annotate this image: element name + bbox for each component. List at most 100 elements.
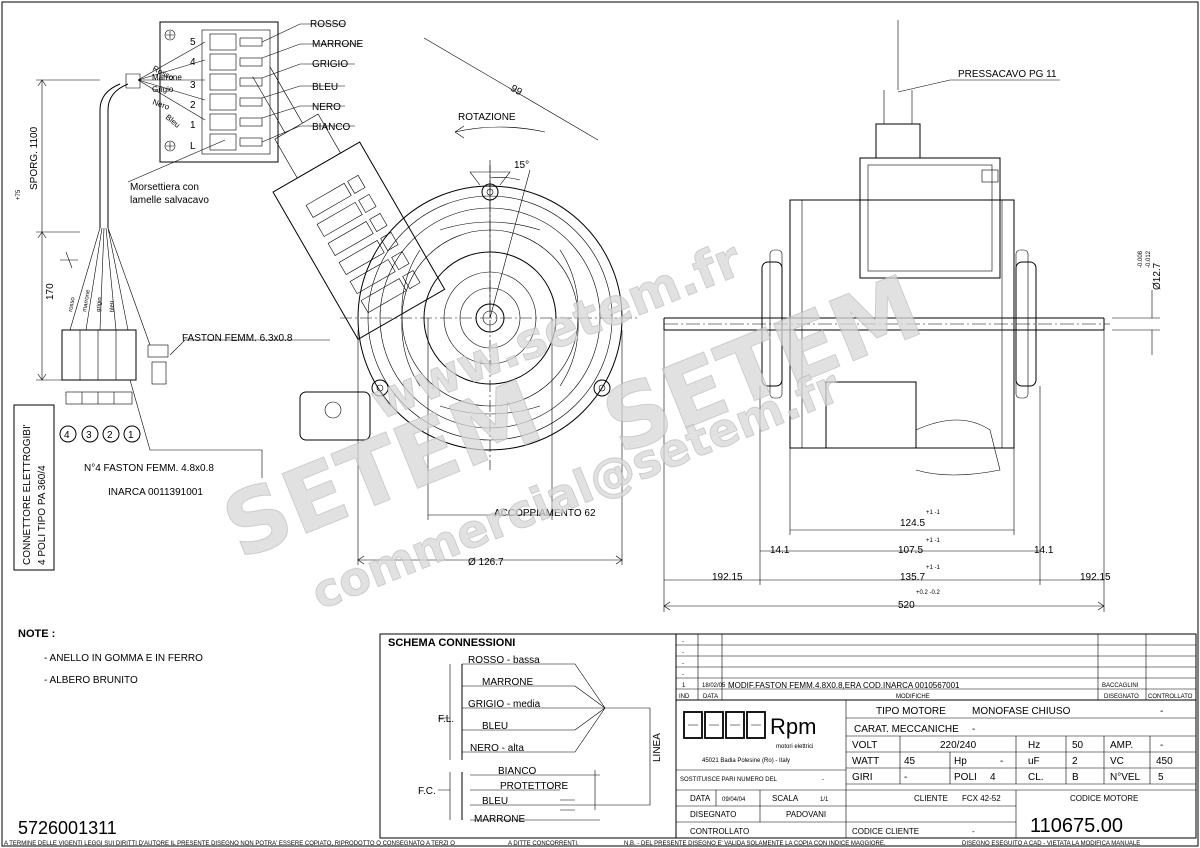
rev-header: MODIFICHE (896, 694, 930, 700)
cl-label: CL. (1028, 772, 1044, 783)
footer-right: N.B. - DEL PRESENTE DISEGNO E' VALIDA SO… (624, 841, 886, 847)
hp-value: - (1000, 756, 1003, 767)
giri-value: - (904, 772, 907, 783)
coupling-label: ACCOPPIAMENTO 62 (494, 508, 596, 519)
title-block: Rpm motori elettrici 45021 Badia Polesin… (675, 699, 1197, 839)
notes: NOTE : - ANELLO IN GOMMA E IN FERRO - AL… (18, 628, 203, 838)
cliente-value: FCX 42-52 (962, 794, 1001, 803)
terminal-number: 4 (190, 57, 196, 68)
pin-number: 2 (107, 430, 113, 441)
rev-sign: BACCAGLINI (1102, 683, 1139, 689)
volt-label: VOLT (852, 740, 877, 751)
dim-14-right: 14.1 (1034, 545, 1054, 556)
codice-cliente-value: - (972, 827, 975, 836)
schema-marrone: MARRONE (482, 677, 533, 688)
hz-value: 50 (1072, 740, 1084, 751)
inner-wire-label: Bleu (164, 113, 182, 130)
uf-label: uF (1028, 756, 1040, 767)
schema-grigio: GRIGIO - media (468, 699, 541, 710)
sostituisce-label: SOSTITUISCE PARI NUMERO DEL (680, 777, 778, 783)
dim-107-tol: +1 -1 (926, 538, 941, 544)
volt-value: 220/240 (940, 740, 977, 751)
faston-label: FASTON FEMM. 6.3x0.8 (182, 333, 293, 344)
inner-wire-label: Grigio (152, 85, 174, 94)
rev-cell: - (682, 639, 684, 645)
rev-date: 18/02/05 (702, 683, 726, 689)
cliente-label: CLIENTE (914, 794, 948, 803)
rev-cell: - (682, 650, 684, 656)
terminal-number: 3 (190, 80, 196, 91)
revision-table: - - - - 1 18/02/05 MODIF.FASTON FEMM.4.8… (675, 633, 1197, 701)
dim-107: 107.5 (898, 545, 923, 556)
dim-520: 520 (898, 600, 915, 611)
schema-title: SCHEMA CONNESSIONI (388, 637, 515, 649)
pin-number: 4 (64, 430, 70, 441)
dim-192-right: 192.15 (1080, 572, 1111, 583)
disegnato-value: PADOVANI (786, 810, 826, 819)
cable-wire-label: rosso (68, 296, 77, 312)
cable-assembly: rosso marrone grigio bleu FASTON FEMM. 6… (13, 73, 330, 571)
cl-value: B (1072, 772, 1079, 783)
rev-header: IND (679, 694, 690, 700)
rev-text: MODIF.FASTON FEMM.4.8X0.8,ERA COD.INARCA… (728, 681, 960, 690)
connector-box-line1: CONNETTORE ELETTROGIBI' (22, 424, 33, 565)
schema-linea: LINEA (652, 733, 663, 762)
terminal-note-1: Morsettiera con (130, 182, 199, 193)
cable-wire-label: grigio (96, 296, 103, 312)
dim-135-tol: +1 -1 (926, 565, 941, 571)
dim-135: 135.7 (900, 572, 925, 583)
sporg-tolerance: +75 (16, 189, 22, 200)
sostituisce-value: - (822, 777, 824, 783)
drawing-number: 5726001311 (18, 818, 117, 838)
logo-subtitle: motori elettrici (776, 744, 813, 750)
footer-left: A TERMINE DELLE VIGENTI LEGGI SUI DIRITT… (4, 841, 455, 847)
connector-box-line2: 4 POLI TIPO PA 360/4 (37, 465, 48, 565)
schema-nero: NERO - alta (470, 743, 524, 754)
codice-motore-label: CODICE MOTORE (1070, 794, 1138, 803)
watt-value: 45 (904, 756, 916, 767)
schema-fl: F.L. (438, 714, 454, 725)
disegnato-label: DISEGNATO (690, 810, 736, 819)
hz-label: Hz (1028, 740, 1040, 751)
wire-label-marrone: MARRONE (312, 39, 363, 50)
inner-wire-label: Nero (151, 97, 171, 112)
scala-label: SCALA (772, 794, 799, 803)
wire-label-rosso: ROSSO (310, 19, 346, 30)
tipo-value: MONOFASE CHIUSO (972, 706, 1071, 717)
shaft-diameter: Ø12.7 (1152, 262, 1163, 290)
codice-cliente-label: CODICE CLIENTE (852, 827, 919, 836)
dim-192-left: 192.15 (712, 572, 743, 583)
data-value: 09/04/04 (722, 797, 746, 803)
pin-number: 1 (128, 430, 134, 441)
gland-label: PRESSACAVO PG 11 (958, 69, 1057, 80)
dim-124-tol: +1 -1 (926, 510, 941, 516)
faston4-label: N°4 FASTON FEMM. 4.8x0.8 (84, 463, 214, 474)
wire-label-nero: NERO (312, 102, 341, 113)
poli-label: POLI (954, 772, 977, 783)
note-item: - ANELLO IN GOMMA E IN FERRO (44, 653, 203, 664)
shaft-tol-b: -0.012 (1146, 250, 1152, 268)
footer-far-right: DISEGNO ESEGUITO A CAD - VIETATA LA MODI… (962, 841, 1140, 847)
dim-124: 124.5 (900, 518, 925, 529)
schema-bleu: BLEU (482, 721, 508, 732)
terminal-number: L (190, 141, 196, 152)
amp-value: - (1160, 740, 1163, 751)
diameter-label: Ø 126.7 (468, 557, 504, 568)
uf-value: 2 (1072, 756, 1078, 767)
terminal-number: 5 (190, 37, 196, 48)
footer-mid: A DITTE CONCORRENTI. (508, 841, 579, 847)
note-item: - ALBERO BRUNITO (44, 675, 138, 686)
rpm-logo: Rpm motori elettrici 45021 Badia Polesin… (683, 711, 816, 764)
inner-wire-label: Marrone (152, 73, 182, 82)
giri-label: GIRI (852, 772, 873, 783)
rev-header: CONTROLLATO (1148, 694, 1193, 700)
schema-bianco: BIANCO (498, 766, 537, 777)
cable-wire-label: marrone (82, 289, 92, 313)
front-view: 99 ROTAZIONE 15° ACCOPPIAMENTO 62 Ø 126.… (252, 37, 640, 568)
terminal-number: 1 (190, 120, 196, 131)
logo-brand: Rpm (770, 714, 816, 739)
dim-520-tol: +0.2 -0.2 (916, 590, 941, 596)
schema-protettore: PROTETTORE (500, 781, 568, 792)
vc-value: 450 (1156, 756, 1173, 767)
